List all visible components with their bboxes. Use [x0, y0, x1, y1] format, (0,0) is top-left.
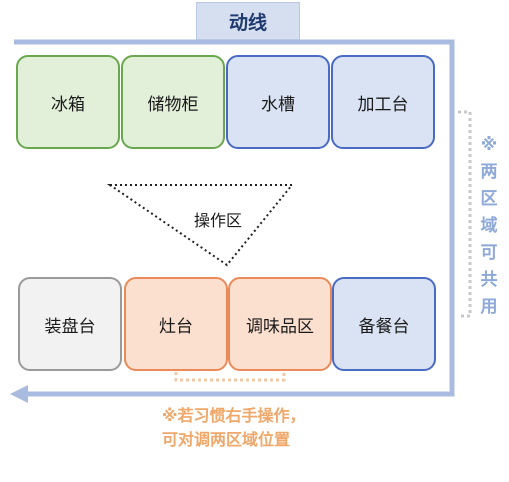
note-shared-zones: ※两区域可共用	[480, 135, 498, 317]
operation-zone-label: 操作区	[193, 211, 242, 230]
swap-bracket-bottom	[174, 372, 286, 382]
box-prep-counter: 加工台	[331, 55, 435, 149]
shared-bracket-right	[458, 110, 472, 318]
box-serving-counter: 备餐台	[332, 277, 436, 371]
box-stove: 灶台	[124, 277, 228, 371]
note-swap-zones: ※若习惯右手操作，可对调两区域位置	[162, 406, 306, 449]
box-sink: 水槽	[226, 55, 330, 149]
box-seasoning-area: 调味品区	[228, 277, 332, 371]
box-plating-counter: 装盘台	[18, 277, 122, 371]
flow-path	[14, 39, 455, 397]
operation-zone-triangle	[106, 184, 295, 267]
box-fridge: 冰箱	[16, 55, 120, 149]
page-title: 动线	[196, 2, 300, 40]
flow-arrowhead	[10, 385, 28, 403]
box-storage-cabinet: 储物柜	[121, 55, 225, 149]
